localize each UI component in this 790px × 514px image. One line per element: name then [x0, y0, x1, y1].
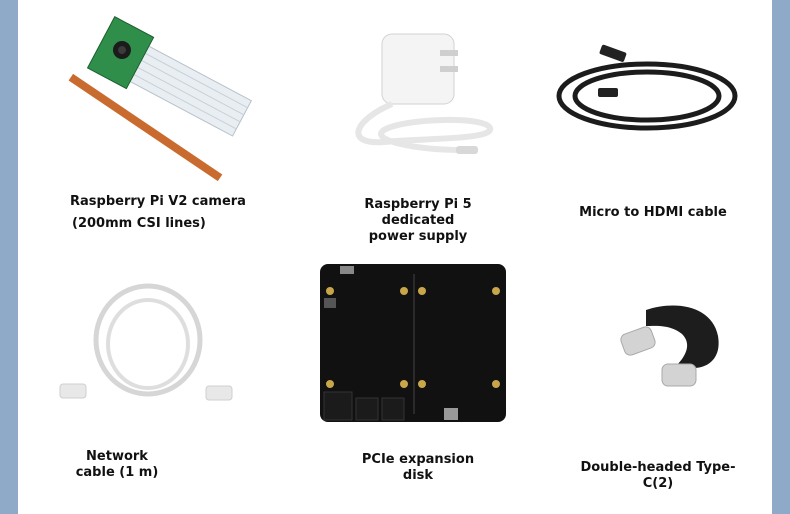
pcie-label-line-1: PCIe expansion	[361, 452, 475, 467]
pcie-board-image	[320, 264, 506, 422]
network-cable-label-line-1: Network	[86, 449, 148, 464]
typec-label: Double-headed Type-C(2)	[568, 460, 748, 492]
typec-adapter-image	[620, 305, 719, 387]
product-panel: Raspberry Pi V2 camera (200mm CSI lines)…	[18, 0, 772, 514]
hdmi-cable-label: Micro to HDMI cable	[563, 205, 743, 221]
power-supply-image	[355, 33, 493, 154]
typec-label-line-1: Double-headed Type-C(2)	[580, 460, 736, 491]
hdmi-cable-label-line-1: Micro to HDMI cable	[579, 205, 727, 220]
network-cable-label-line-2: cable (1 m)	[75, 465, 159, 480]
power-supply-label-line-1: Raspberry Pi 5 dedicated	[364, 197, 472, 228]
camera-module-image	[68, 16, 253, 182]
pcie-label: PCIe expansion disk	[338, 452, 498, 484]
camera-label: Raspberry Pi V2 camera (200mm CSI lines)	[58, 194, 258, 232]
pcie-label-line-2: disk	[402, 468, 434, 483]
hdmi-cable-image	[556, 44, 738, 131]
power-supply-label: Raspberry Pi 5 dedicated power supply	[328, 197, 508, 245]
camera-label-line-1: Raspberry Pi V2 camera	[70, 194, 246, 209]
camera-label-line-2: (200mm CSI lines)	[72, 216, 206, 231]
network-cable-image	[59, 283, 233, 401]
power-supply-label-line-2: power supply	[368, 229, 468, 244]
network-cable-label: Network cable (1 m)	[62, 449, 172, 481]
